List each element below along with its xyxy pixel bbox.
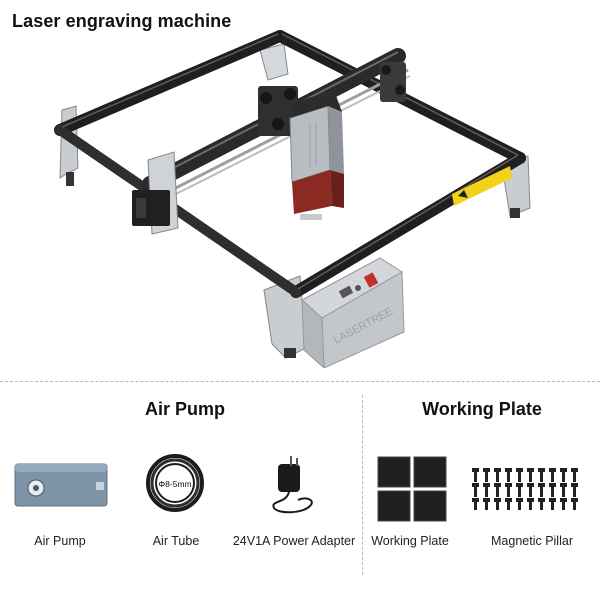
section-divider: [0, 381, 600, 382]
power-adapter-icon: [272, 456, 313, 514]
control-box: LASERTREE: [301, 257, 405, 368]
page-title: Laser engraving machine: [12, 11, 232, 31]
frame-rails: [54, 30, 526, 298]
air-tube-spec: Φ8-5mm: [158, 479, 191, 489]
air-pump-label: Air Pump: [34, 534, 86, 548]
y-motor-left: [132, 151, 179, 235]
laser-engraver-image: LASERTREE: [54, 30, 531, 368]
frame-bracket-back-top: [259, 43, 289, 81]
laser-carriage: [258, 86, 298, 136]
air-tube-label: Air Tube: [152, 534, 200, 548]
column-divider: [362, 395, 363, 575]
air-pump-icon: [14, 463, 108, 507]
air-pump-heading: Air Pump: [144, 399, 225, 419]
gantry-carriage-right: [380, 62, 406, 102]
working-plate-icon: [377, 456, 447, 522]
working-plate-label: Working Plate: [371, 534, 449, 548]
warning-label: [452, 166, 512, 206]
magnetic-pillar-label: Magnetic Pillar: [491, 534, 573, 548]
working-plate-heading: Working Plate: [422, 399, 542, 419]
power-adapter-label: 24V1A Power Adapter: [232, 534, 356, 548]
air-tube-icon: Φ8-5mm: [146, 454, 204, 512]
laser-module: [289, 90, 344, 220]
magnetic-pillar-icon: [472, 468, 578, 510]
